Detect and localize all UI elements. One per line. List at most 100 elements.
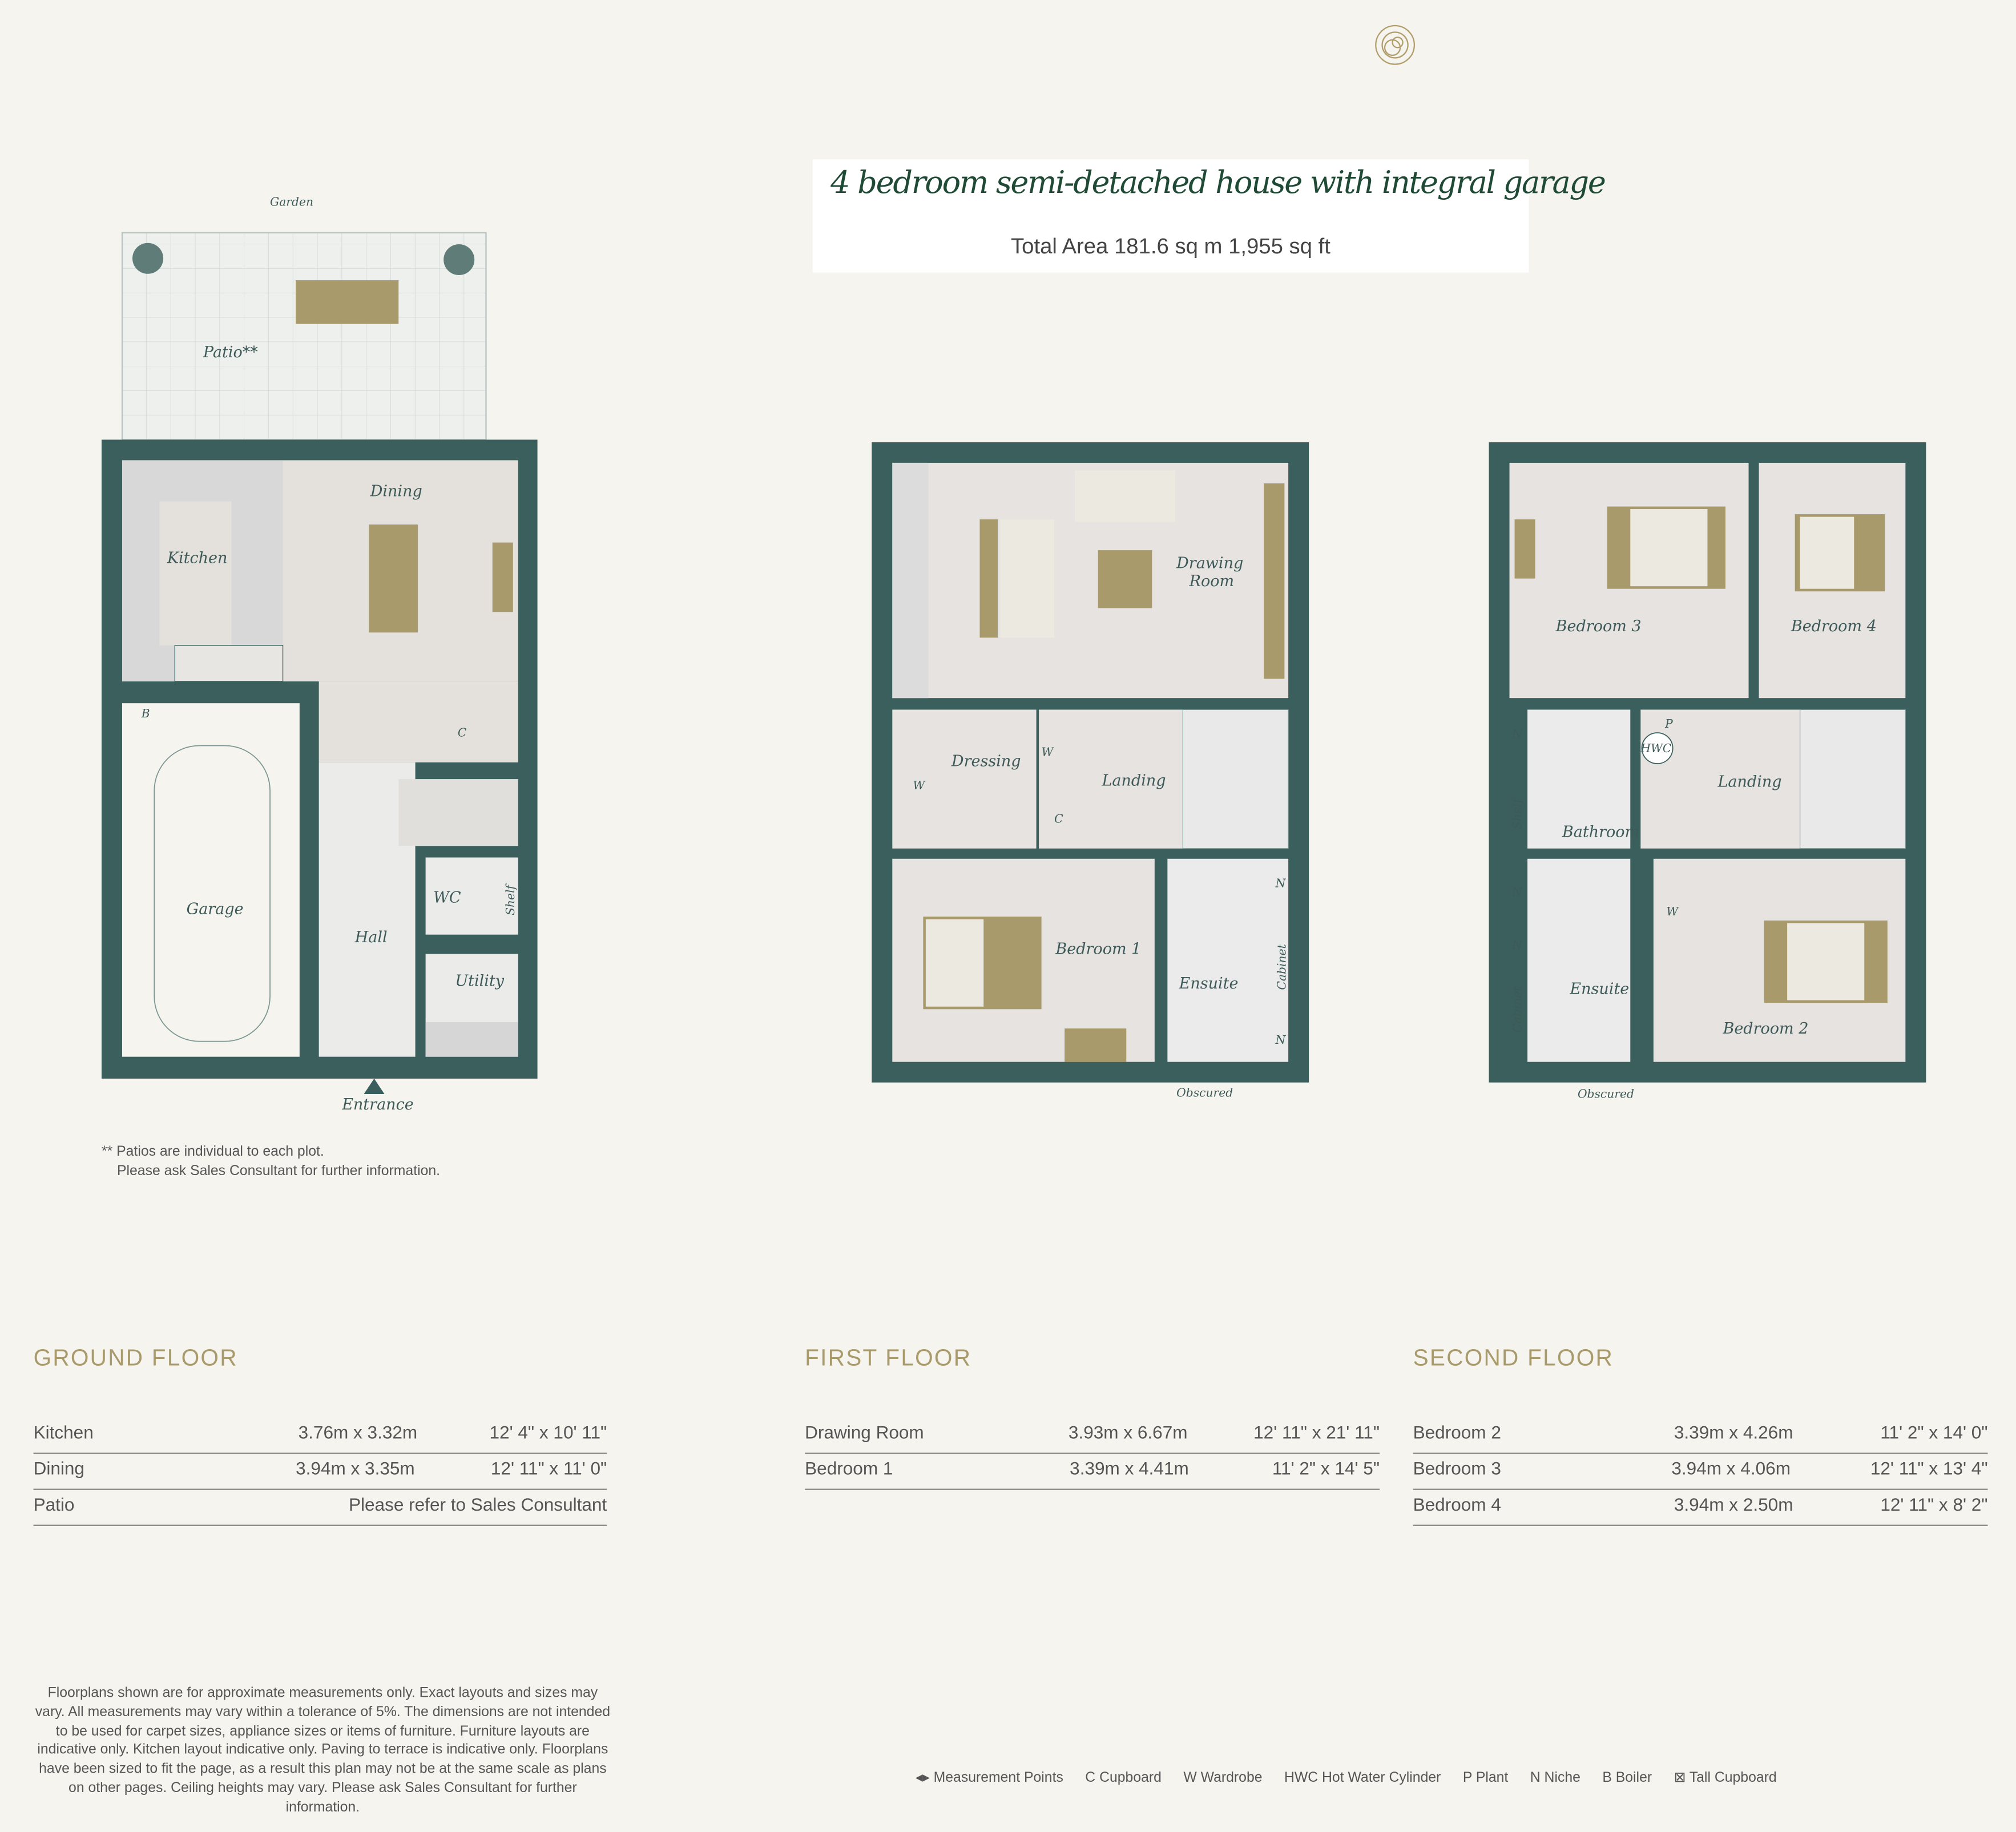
ensuite-label: Ensuite [1179,975,1239,992]
room-name: Bedroom 2 [1413,1422,1501,1443]
first-floor-heading: FIRST FLOOR [805,1345,972,1371]
ensuite-label: Ensuite [1569,980,1629,998]
disclaimer: Floorplans shown are for approximate mea… [35,1685,611,1815]
room-metric: 3.39m x 4.26m [1674,1422,1793,1443]
landing-label: Landing [1101,772,1166,789]
wardrobe-label: W [1666,905,1679,918]
landing-label: Landing [1717,773,1781,791]
cupboard-label: C [458,726,467,740]
room-imperial: 11' 2" x 14' 0" [1880,1422,1988,1443]
first-floor-plan: Drawing Room Dressing Landing Bedroom 1 … [872,442,1309,1099]
ground-floor-table: Kitchen 3.76m x 3.32m 12' 4" x 10' 11" Din… [33,1419,607,1527]
room-name: Kitchen [33,1422,94,1443]
bedroom3-label: Bedroom 3 [1555,618,1642,635]
wardrobe-label: W [1042,745,1055,759]
hot-water-cylinder-icon [1641,732,1674,764]
niche-label: N [1511,727,1523,741]
table-row: Bedroom 2 3.39m x 4.26m 11' 2" x 14' 0" [1413,1419,1988,1454]
kitchen-label: Kitchen [167,550,228,567]
garden-label: Garden [270,195,313,208]
room-imperial: 12' 11" x 11' 0" [490,1458,607,1479]
room-name: Bedroom 4 [1413,1494,1501,1515]
table-row: Drawing Room 3.93m x 6.67m 12' 11" x 21' 1… [805,1419,1380,1454]
room-metric: 3.93m x 6.67m [1068,1422,1188,1443]
cupboard-label: C [1054,812,1063,826]
total-area: Total Area 181.6 sq m 1,955 sq ft [1011,233,1330,259]
room-metric: 3.94m x 3.35m [296,1458,415,1479]
shelf-label: Shelf [503,883,517,915]
hwc-label: HWC [1640,741,1672,755]
page-title: 4 bedroom semi-detached house with integ… [830,164,1606,201]
bedroom4-label: Bedroom 4 [1791,618,1877,635]
room-metric: 3.94m x 4.06m [1671,1458,1791,1479]
shelf-label: Shelf [1510,797,1524,829]
ground-floor-heading: GROUND FLOOR [33,1345,238,1371]
room-imperial: 12' 11" x 13' 4" [1870,1458,1988,1479]
bedroom1-label: Bedroom 1 [1055,940,1141,958]
wc-label: WC [433,889,461,906]
patio-note-1: ** Patios are individual to each plot. [101,1144,324,1160]
rose-knot-logo [1375,25,1415,65]
niche-label: N [1275,876,1287,890]
entrance-arrow-icon [364,1078,385,1094]
dressing-label: Dressing [951,753,1021,770]
utility-label: Utility [455,973,504,990]
plant-icon [443,244,475,276]
boiler-label: B [141,707,150,720]
drawing-room-label-1: Drawing [1176,555,1243,572]
entrance-label: Entrance [341,1096,414,1113]
room-imperial: Please refer to Sales Consultant [348,1494,607,1515]
bathroom-area [1527,709,1631,849]
niche-label: N [1275,1033,1287,1047]
room-metric: 3.39m x 4.41m [1070,1458,1189,1479]
patio-area [121,232,487,441]
patio-table [296,280,399,324]
room-name: Drawing Room [805,1422,924,1443]
room-imperial: 12' 11" x 8' 2" [1880,1494,1988,1515]
ensuite-area [1167,858,1289,1062]
garage-area [122,703,300,1057]
plant-label: P [1664,717,1673,731]
cabinet-label: Cabinet [1510,986,1524,1032]
legend-plant: P Plant [1462,1770,1509,1786]
patio-note-2: Please ask Sales Consultant for further … [116,1163,441,1179]
dining-table [369,524,418,633]
obscured-label: Obscured [1176,1086,1233,1099]
legend: ◂▸ Measurement Points C Cupboard W Wardr… [916,1769,1795,1786]
patio-label: Patio** [203,344,258,361]
garage-label: Garage [187,901,244,918]
bedroom2-label: Bedroom 2 [1722,1020,1808,1038]
room-name: Bedroom 1 [805,1458,893,1479]
car-outline [154,745,271,1042]
dining-label: Dining [370,483,422,501]
room-name: Dining [33,1458,85,1479]
room-name: Bedroom 3 [1413,1458,1501,1479]
room-imperial: 12' 4" x 10' 11" [489,1422,607,1443]
room-metric: 3.94m x 2.50m [1674,1494,1793,1515]
legend-niche: N Niche [1530,1770,1580,1786]
title-card: 4 bedroom semi-detached house with integ… [812,159,1606,273]
ground-floor-plan: Garden Patio** Dining Kitchen Garage Hal… [101,195,538,1113]
second-floor-plan: Bedroom 3 Bedroom 4 Bathroom Landing Ens… [1489,442,1926,1101]
obscured-label: Obscured [1578,1087,1634,1101]
cabinet-label: Cabinet [1275,943,1289,990]
legend-tall-cupboard: ⊠ Tall Cupboard [1674,1770,1777,1786]
wardrobe-label: W [913,778,926,792]
room-imperial: 12' 11" x 21' 11" [1253,1422,1380,1443]
table-row: Kitchen 3.76m x 3.32m 12' 4" x 10' 11" [33,1419,607,1454]
ensuite-area [1527,858,1631,1062]
first-floor-table: Drawing Room 3.93m x 6.67m 12' 11" x 21' 1… [805,1419,1380,1491]
bathroom-label: Bathroom [1562,823,1639,841]
room-metric: 3.76m x 3.32m [298,1422,418,1443]
legend-boiler: B Boiler [1602,1770,1652,1786]
table-row: Bedroom 4 3.94m x 2.50m 12' 11" x 8' 2" [1413,1491,1988,1526]
hall-label: Hall [354,929,388,946]
second-floor-table: Bedroom 2 3.39m x 4.26m 11' 2" x 14' 0" Be… [1413,1419,1988,1527]
niche-label: N [1511,885,1523,899]
drawing-room-label-2: Room [1189,572,1235,590]
second-floor-heading: SECOND FLOOR [1413,1345,1614,1371]
